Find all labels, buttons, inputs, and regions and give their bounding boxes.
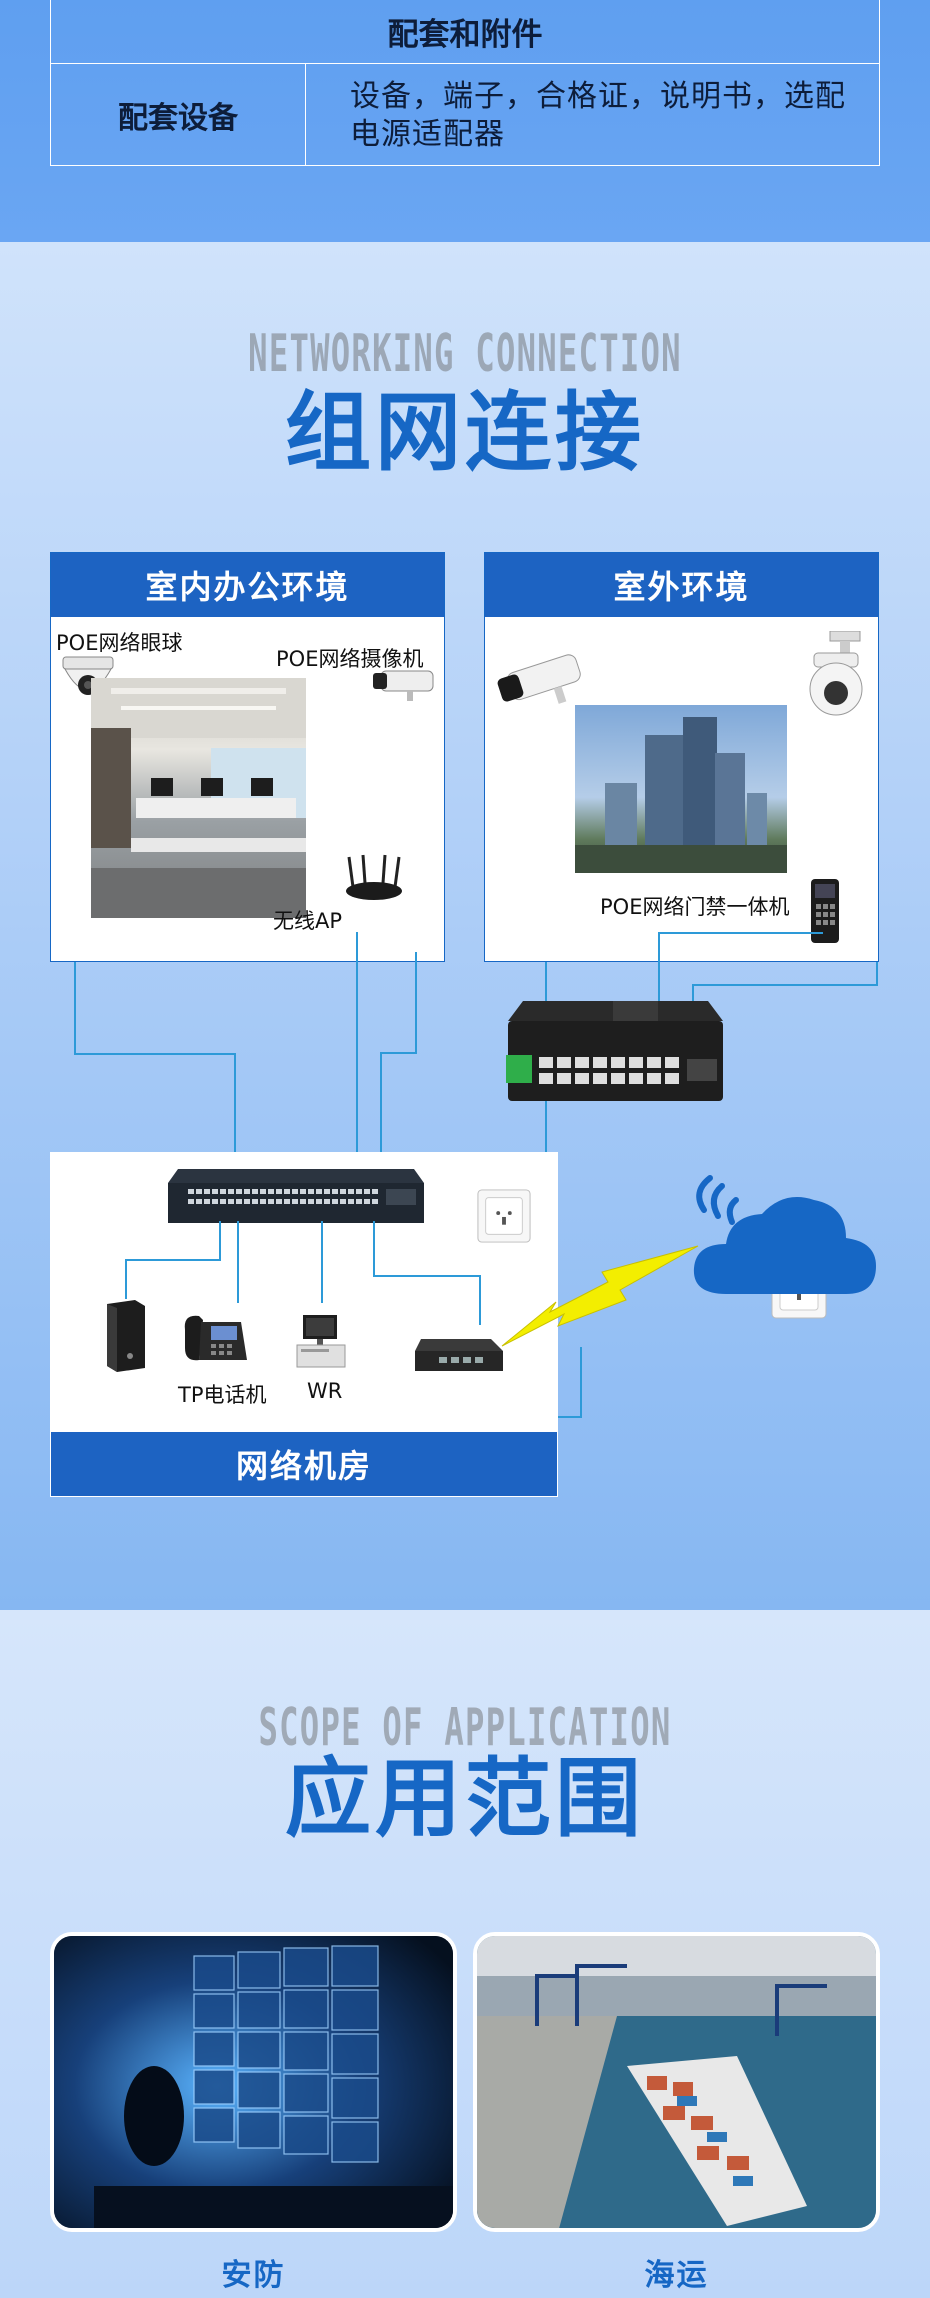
cable [373,1275,481,1277]
indoor-panel: 室内办公环境 POE网络眼球 POE网络摄像机 [50,552,445,962]
wr-device-icon [296,1315,346,1368]
networking-title: 组网连接 [285,383,645,483]
application-watermark: SCOPE OF APPLICATION [258,1698,672,1758]
networking-watermark: NETWORKING CONNECTION [248,324,682,384]
table-row: 配套设备 设备，端子，合格证，说明书，选配电源适配器 [50,63,880,166]
table-section-header: 配套和附件 [50,0,880,64]
cable [380,1052,417,1054]
office-photo [91,678,306,918]
wireless-ap-label: 无线AP [273,909,343,933]
outdoor-panel-title: 室外环境 [485,553,878,617]
bullet-camera-label: POE网络摄像机 [276,647,424,671]
cable [876,962,878,985]
cable [415,952,417,1052]
bullet-camera-icon [373,670,434,701]
cable [545,962,547,1262]
application-section: SCOPE OF APPLICATION 应用范围 [0,1610,930,2298]
indoor-panel-title: 室内办公环境 [51,553,444,617]
spec-table-section: 配套和附件 配套设备 设备，端子，合格证，说明书，选配电源适配器 [0,0,930,242]
cable [125,1259,221,1261]
network-router-icon [415,1339,503,1371]
cloud-icon [693,1175,876,1294]
ptz-camera-icon [809,631,863,716]
cable [580,1347,582,1417]
cable [74,962,76,1054]
table-row-key: 配套设备 [51,64,306,165]
network-room-title: 网络机房 [51,1432,557,1496]
room-power-outlet-icon [477,1189,531,1243]
router-icon [346,854,402,900]
outdoor-bullet-camera-icon [497,654,581,704]
cable [219,1221,221,1261]
access-control-icon [811,879,839,943]
pc-tower-icon [107,1300,145,1372]
app-card-shipping [473,1932,880,2232]
cable [373,1221,375,1277]
cable [692,984,694,1014]
city-photo [575,705,787,873]
network-room-panel: 网络机房 [50,1152,558,1497]
cable [658,932,660,1012]
shipping-photo [477,1936,876,2228]
cable [479,1275,481,1325]
table-section-title: 配套和附件 [387,17,543,53]
cable [237,1221,239,1303]
app-card-security [50,1932,457,2232]
cable [692,984,878,986]
industrial-switch-icon [506,1001,723,1101]
cable [125,1259,127,1299]
tp-phone-label: TP电话机 [178,1383,267,1407]
rack-switch-icon [168,1169,424,1223]
cable [74,1053,236,1055]
cable [321,1221,323,1303]
security-photo [54,1936,453,2228]
networking-section: NETWORKING CONNECTION 组网连接 室内办公环境 POE网络眼… [0,242,930,1610]
wr-label: WR [307,1379,343,1403]
access-control-label: POE网络门禁一体机 [600,895,790,919]
outdoor-panel: 室外环境 PO [484,552,879,962]
ip-phone-icon [184,1315,247,1361]
app-label-security: 安防 [221,2258,286,2293]
table-row-value: 设备，端子，合格证，说明书，选配电源适配器 [350,79,846,152]
cable [658,932,823,934]
dome-camera-label: POE网络眼球 [56,631,183,655]
app-label-shipping: 海运 [644,2258,709,2293]
application-title: 应用范围 [285,1749,645,1849]
lightning-icon [501,1245,699,1347]
